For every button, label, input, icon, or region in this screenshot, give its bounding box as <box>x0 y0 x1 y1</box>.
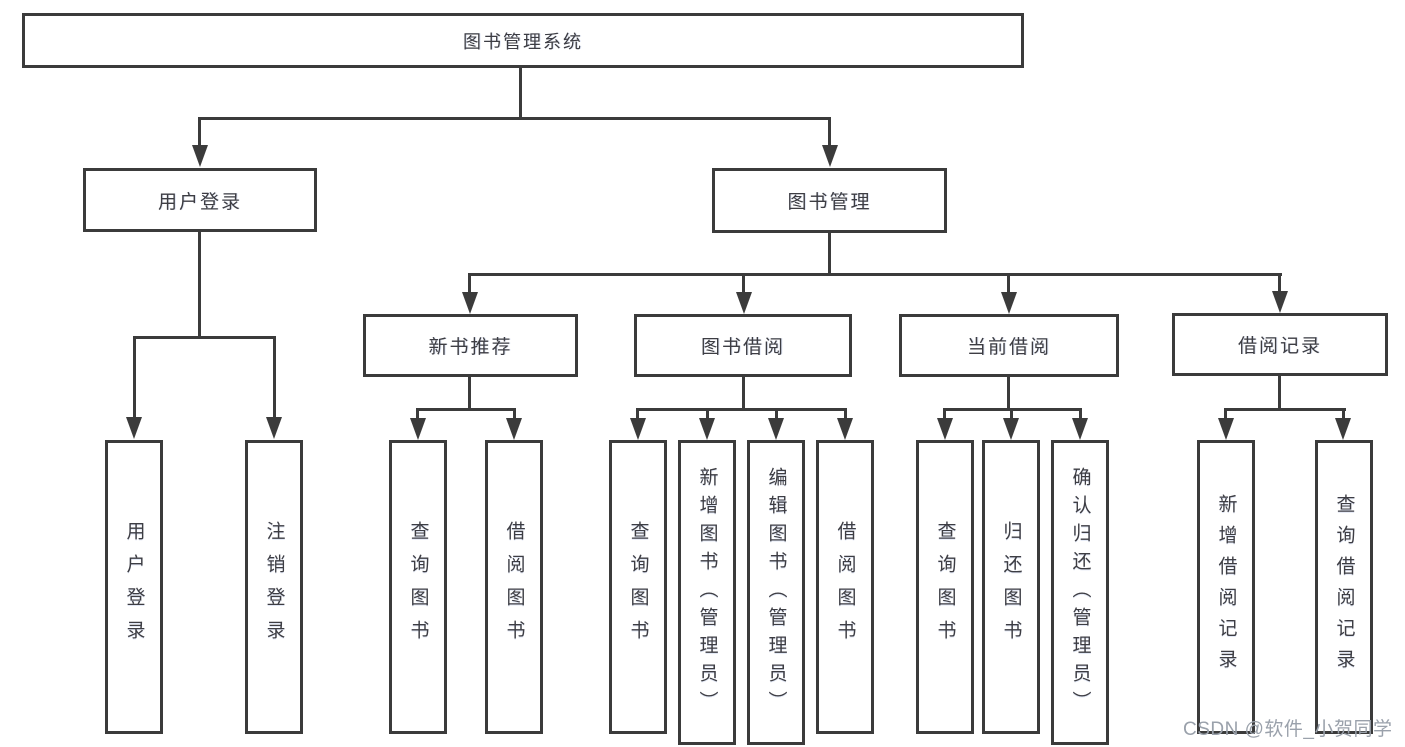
connector-book-borrow-branch <box>636 408 847 411</box>
leaf-edit-book-admin: 编辑图书（管理员） <box>747 440 805 745</box>
connector-drop-bb4 <box>844 408 847 420</box>
leaf-user-login: 用户登录 <box>105 440 163 734</box>
arrow-into-book-borrow <box>736 292 752 314</box>
leaf-edit-book-admin-label: 编辑图书（管理员） <box>765 466 787 719</box>
leaf-confirm-return-admin: 确认归还（管理员） <box>1051 440 1109 745</box>
arrow-into-login <box>126 417 142 439</box>
leaf-confirm-return-admin-label: 确认归还（管理员） <box>1069 466 1091 719</box>
connector-root-stem <box>519 68 522 119</box>
node-current-borrow-label: 当前借阅 <box>966 337 1051 358</box>
connector-level2-branch <box>198 117 831 120</box>
leaf-user-login-label: 用户登录 <box>123 521 145 653</box>
node-book-borrow-label: 图书借阅 <box>700 337 785 358</box>
node-new-book-rec-label: 新书推荐 <box>428 337 513 358</box>
arrow-into-br-query <box>1335 418 1351 440</box>
arrow-into-cb-return <box>1003 418 1019 440</box>
arrow-into-borrow-record <box>1272 291 1288 313</box>
connector-new-book-rec-stem <box>468 377 471 410</box>
connector-drop-cb3 <box>1079 408 1082 420</box>
connector-drop-bb1 <box>636 408 639 420</box>
node-root-label: 图书管理系统 <box>463 31 583 52</box>
csdn-watermark: CSDN @软件_小贺同学 <box>1183 719 1393 740</box>
leaf-cur-query-book: 查询图书 <box>916 440 974 734</box>
connector-drop-borrow-record <box>1278 273 1281 295</box>
connector-drop-rec1 <box>416 408 419 420</box>
leaf-borrow-query-book: 查询图书 <box>609 440 667 734</box>
connector-drop-cb1 <box>943 408 946 420</box>
connector-drop-br2 <box>1342 408 1345 420</box>
leaf-add-borrow-record-label: 新增借阅记录 <box>1215 494 1237 680</box>
arrow-into-logout <box>266 417 282 439</box>
leaf-return-book: 归还图书 <box>982 440 1040 734</box>
arrow-into-bb-query <box>630 418 646 440</box>
connector-new-book-rec-branch <box>416 408 516 411</box>
node-current-borrow: 当前借阅 <box>899 314 1119 377</box>
connector-drop-cb2 <box>1010 408 1013 420</box>
leaf-borrow-book-label: 借阅图书 <box>834 521 856 653</box>
node-borrow-record: 借阅记录 <box>1172 313 1388 376</box>
leaf-borrow-book: 借阅图书 <box>816 440 874 734</box>
leaf-add-book-admin-label: 新增图书（管理员） <box>696 466 718 719</box>
node-user-login-label: 用户登录 <box>157 191 242 213</box>
arrow-into-bb-add <box>699 418 715 440</box>
connector-borrow-record-stem <box>1278 376 1281 410</box>
arrow-into-rec-query <box>410 418 426 440</box>
leaf-rec-borrow-book-label: 借阅图书 <box>503 521 525 653</box>
leaf-logout-label: 注销登录 <box>263 521 285 653</box>
connector-user-login-stem <box>198 232 201 338</box>
connector-drop-login <box>133 336 136 419</box>
node-user-login: 用户登录 <box>83 168 317 232</box>
arrow-into-cb-confirm <box>1072 418 1088 440</box>
connector-drop-book-borrow <box>742 273 745 295</box>
connector-drop-rec2 <box>513 408 516 420</box>
node-book-mgmt-label: 图书管理 <box>787 192 872 213</box>
node-borrow-record-label: 借阅记录 <box>1237 336 1322 357</box>
node-new-book-rec: 新书推荐 <box>363 314 578 377</box>
leaf-rec-query-book-label: 查询图书 <box>407 521 429 653</box>
node-root: 图书管理系统 <box>22 13 1024 68</box>
connector-current-borrow-stem <box>1007 377 1010 410</box>
leaf-return-book-label: 归还图书 <box>1000 521 1022 653</box>
connector-drop-bb3 <box>775 408 778 420</box>
connector-drop-logout <box>273 336 276 419</box>
leaf-rec-borrow-book: 借阅图书 <box>485 440 543 734</box>
leaf-query-borrow-record: 查询借阅记录 <box>1315 440 1373 734</box>
connector-level3-branch <box>469 273 1282 276</box>
arrow-into-new-book-rec <box>462 292 478 314</box>
connector-drop-br1 <box>1224 408 1227 420</box>
leaf-rec-query-book: 查询图书 <box>389 440 447 734</box>
connector-drop-current-borrow <box>1007 273 1010 295</box>
arrow-into-bb-borrow <box>837 418 853 440</box>
arrow-into-user-login <box>192 145 208 167</box>
connector-drop-book-mgmt <box>828 117 831 147</box>
arrow-into-book-mgmt <box>822 145 838 167</box>
connector-user-login-branch <box>133 336 276 339</box>
connector-drop-user-login <box>198 117 201 147</box>
leaf-cur-query-book-label: 查询图书 <box>934 521 956 653</box>
arrow-into-current-borrow <box>1001 292 1017 314</box>
node-book-borrow: 图书借阅 <box>634 314 852 377</box>
leaf-add-borrow-record: 新增借阅记录 <box>1197 440 1255 734</box>
connector-book-mgmt-stem <box>828 233 831 275</box>
connector-drop-bb2 <box>706 408 709 420</box>
arrow-into-cb-query <box>937 418 953 440</box>
leaf-add-book-admin: 新增图书（管理员） <box>678 440 736 745</box>
connector-book-borrow-stem <box>742 377 745 410</box>
arrow-into-br-add <box>1218 418 1234 440</box>
connector-borrow-record-branch <box>1224 408 1346 411</box>
leaf-query-borrow-record-label: 查询借阅记录 <box>1333 494 1355 680</box>
leaf-borrow-query-book-label: 查询图书 <box>627 521 649 653</box>
arrow-into-bb-edit <box>768 418 784 440</box>
arrow-into-rec-borrow <box>506 418 522 440</box>
connector-drop-new-book-rec <box>468 273 471 295</box>
leaf-logout: 注销登录 <box>245 440 303 734</box>
node-book-mgmt: 图书管理 <box>712 168 947 233</box>
